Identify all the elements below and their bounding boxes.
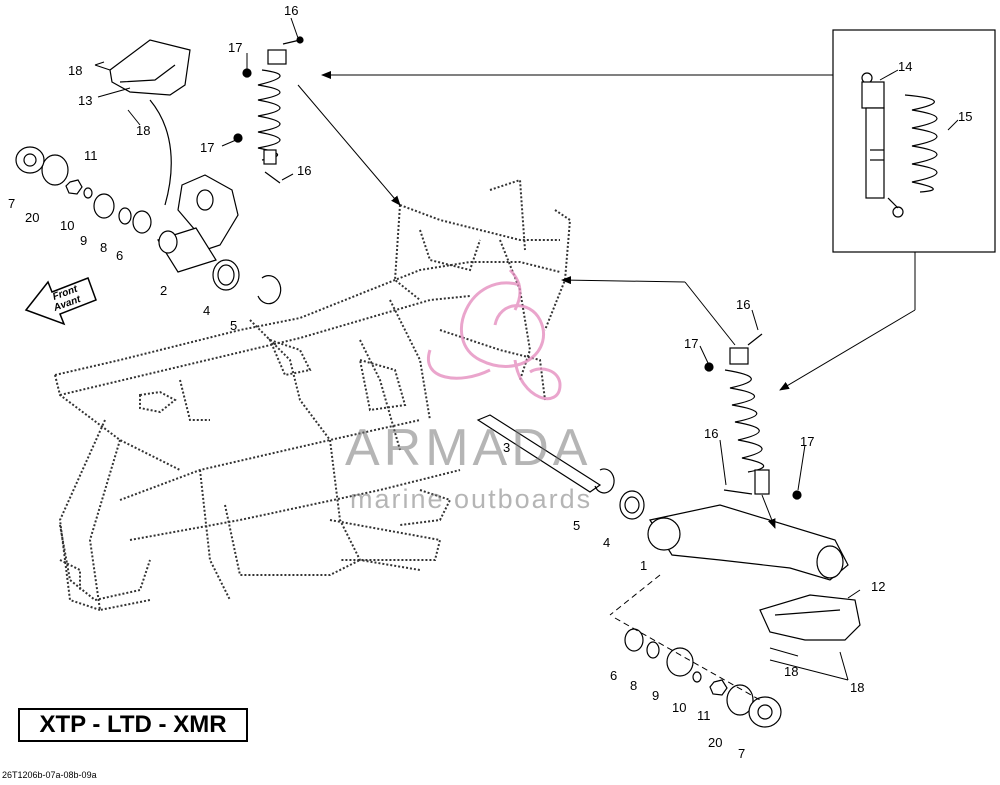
swing-arm-1 [649,504,849,581]
callout-20: 20 [708,735,722,750]
flange-9 [93,193,115,219]
callout-4: 4 [603,535,610,550]
washer-8 [118,207,132,225]
model-label: XTP - LTD - XMR [39,711,227,738]
callout-12: 12 [871,579,885,594]
washer-10b [692,671,702,683]
circlip-5b [594,468,615,494]
callout-10: 10 [60,218,74,233]
callout-17: 17 [800,434,814,449]
skid-plate-13 [109,39,191,96]
nut-11b [709,679,728,696]
watermark-logo-icon [426,268,562,401]
front-direction-arrow: Front Avant [24,277,97,326]
callout-5: 5 [573,518,580,533]
callout-16: 16 [704,426,718,441]
shaft-3 [476,414,602,493]
o-ring-20 [41,154,69,186]
vehicle-frame [54,178,572,612]
callout-13: 13 [78,93,92,108]
callout-20: 20 [25,210,39,225]
callout-14: 14 [898,59,912,74]
callout-11: 11 [84,148,98,163]
callout-11: 11 [697,708,711,723]
shock-detail-inset [832,29,996,253]
flange-9b [666,647,694,677]
washer-10 [83,187,93,199]
skid-plate-12 [759,594,861,641]
callout-16: 16 [284,3,298,18]
callout-15: 15 [958,109,972,124]
callout-6: 6 [116,248,123,263]
seal-6 [132,210,152,234]
callout-4: 4 [203,303,210,318]
callout-10: 10 [672,700,686,715]
callout-18: 18 [136,123,150,138]
callout-7: 7 [738,746,745,761]
callout-6: 6 [610,668,617,683]
swing-arm-assembly [476,414,861,728]
o-ring-20b [726,684,754,716]
watermark-brand: ARMADA [345,419,592,477]
diagram-code: 26T1206b-07a-08b-09a [2,770,97,780]
callout-17: 17 [684,336,698,351]
circlip-5 [257,275,282,305]
pivot-bracket [177,174,239,251]
callout-17: 17 [228,40,242,55]
callout-9: 9 [652,688,659,703]
upper-left-assembly [15,39,282,305]
nut-11 [65,179,83,195]
callout-5: 5 [230,318,237,333]
callout-2: 2 [160,283,167,298]
callout-1: 1 [640,558,647,573]
callout-8: 8 [100,240,107,255]
callout-3: 3 [503,440,510,455]
lower-shock-absorber [704,333,802,500]
callout-18: 18 [850,680,864,695]
callout-16: 16 [297,163,311,178]
callout-18: 18 [68,63,82,78]
callout-18: 18 [784,664,798,679]
washer-8b [646,641,660,659]
callout-7: 7 [8,196,15,211]
callout-16: 16 [736,297,750,312]
callout-17: 17 [200,140,214,155]
callout-8: 8 [630,678,637,693]
callout-labels: 16 17 18 13 18 17 16 11 7 20 10 9 8 6 2 … [8,3,972,761]
watermark-tagline: marine outboards [350,484,593,514]
callout-9: 9 [80,233,87,248]
leader-lines [94,17,959,701]
seal-6b [624,628,644,652]
model-label-box: XTP - LTD - XMR [18,708,248,742]
upper-shock-absorber [233,36,304,184]
